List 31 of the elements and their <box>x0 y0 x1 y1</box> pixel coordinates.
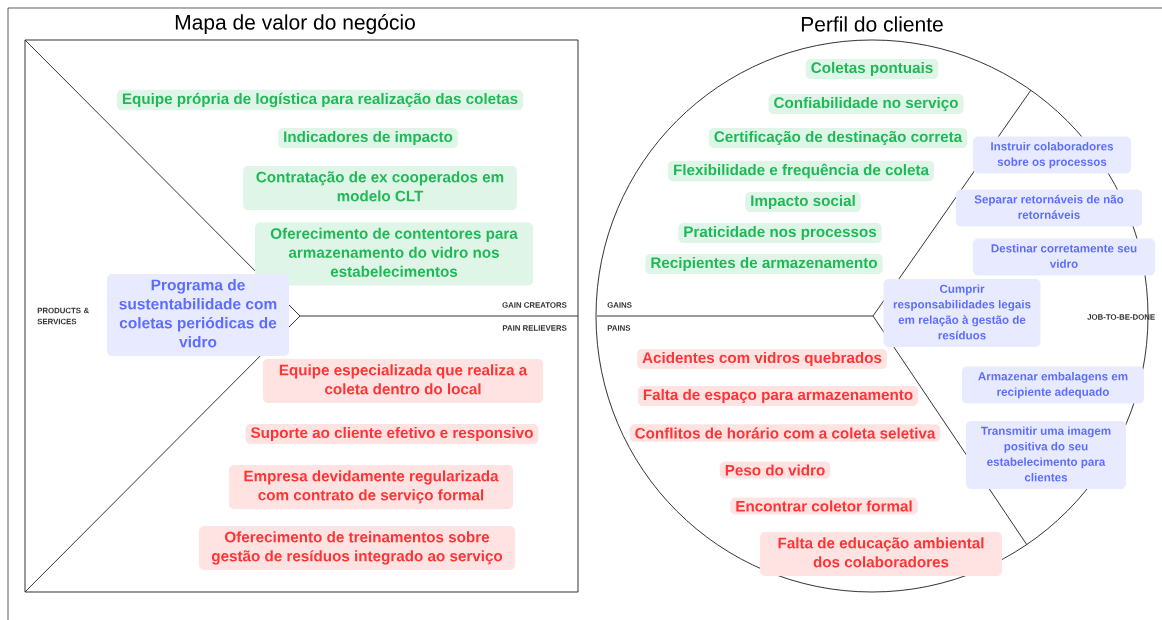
sticky-note: Certificação de destinação correta <box>708 127 968 149</box>
panel-heading: Mapa de valor do negócio <box>175 14 415 34</box>
sticky-note: Impacto social <box>745 191 861 213</box>
sticky-note: Programa de sustentabilidade com coletas periódicas de vidro <box>107 274 289 356</box>
sticky-note: Falta de educação ambiental dos colaboradores <box>760 532 1002 576</box>
sticky-note: Indicadores de impacto <box>278 127 458 149</box>
sticky-note: Coletas pontuais <box>805 58 939 80</box>
square-panel <box>24 14 579 593</box>
sticky-note: Equipe especializada que realiza a coleta dentro do local <box>263 359 543 403</box>
sticky-note: Oferecimento de contentores para armazenamento do vidro nos estabelecimentos <box>255 222 533 286</box>
sticky-note: Instruir colaboradores sobre os processos <box>973 136 1131 174</box>
sticky-note: Equipe própria de logística para realização das coletas <box>116 89 524 111</box>
sticky-note: Confiabilidade no serviço <box>768 93 964 115</box>
sticky-note: Armazenar embalagens em recipiente adequado <box>962 366 1144 404</box>
sticky-note: Recipientes de armazenamento <box>645 253 883 275</box>
sticky-note: Peso do vidro <box>719 461 831 479</box>
sticky-note: Contratação de ex cooperados em modelo CLT <box>243 166 517 210</box>
sticky-note: Falta de espaço para armazenamento <box>637 385 919 407</box>
sticky-note: Praticidade nos processos <box>678 222 882 244</box>
sticky-note: Oferecimento de treinamentos sobre gestão de resíduos integrado ao serviço <box>199 526 515 570</box>
sticky-note: Separar retornáveis de não retornáveis <box>956 189 1142 227</box>
sticky-note: Cumprir responsabilidades legais em relação à gestão de resíduos <box>883 279 1041 347</box>
sticky-note: Empresa devidamente regularizada com contrato de serviço formal <box>229 465 513 509</box>
panel-heading: Perfil do cliente <box>801 16 943 32</box>
sticky-note: Conflitos de horário com a coleta seletiva <box>629 424 941 442</box>
sticky-note: Encontrar coletor formal <box>730 497 918 515</box>
sticky-note: Destinar corretamente seu vidro <box>973 238 1155 276</box>
sticky-note: Suporte ao cliente efetivo e responsivo <box>245 423 539 445</box>
sticky-note: Flexibilidade e frequência de coleta <box>668 160 934 182</box>
sticky-note: Transmitir uma imagem positiva do seu estabelecimento para clientes <box>966 421 1126 489</box>
sticky-note: Acidentes com vidros quebrados <box>637 348 887 370</box>
